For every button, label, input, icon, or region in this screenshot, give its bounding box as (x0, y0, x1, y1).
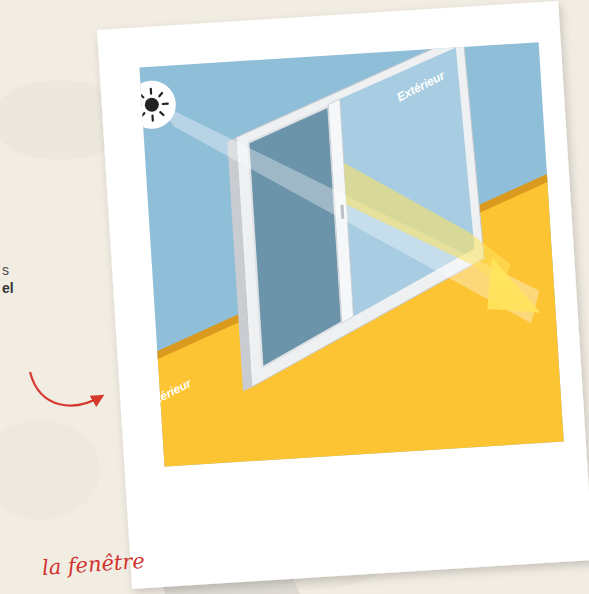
sun-icon (139, 79, 177, 130)
polaroid-photo (97, 1, 589, 589)
cut-text: el (2, 280, 14, 296)
pointer-arrow (30, 372, 102, 405)
inside-label: Intérieur (145, 377, 194, 411)
outside-label: Extérieur (395, 69, 448, 105)
handwritten-note: la fenêtre (41, 549, 145, 580)
light-beam-inside (344, 153, 512, 298)
light-beam-outside (149, 75, 541, 346)
light-arrowhead (484, 255, 541, 316)
cut-text: s (2, 262, 9, 278)
window-pane-tinted (246, 107, 344, 368)
sky-wall (139, 41, 563, 468)
